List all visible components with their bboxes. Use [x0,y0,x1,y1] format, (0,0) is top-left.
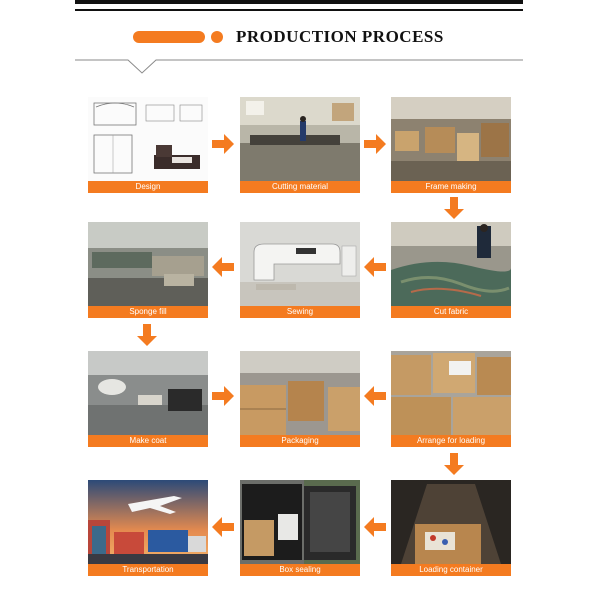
step-label: Design [88,181,208,193]
transportation-image [88,480,208,564]
cut-fabric-image [391,222,511,306]
step-label: Box sealing [240,564,360,576]
arrow-down-icon [444,453,464,475]
step-label: Make coat [88,435,208,447]
step-card-frame-making: Frame making [391,97,511,193]
header-divider [75,59,523,74]
title-accent-pill [133,31,205,43]
frame-making-image [391,97,511,181]
arrow-left-icon [364,257,386,277]
step-card-arrange-for-loading: Arrange for loading [391,351,511,447]
title-accent-dot [211,31,223,43]
loading-container-image [391,480,511,564]
step-label: Loading container [391,564,511,576]
step-label: Packaging [240,435,360,447]
arrow-down-icon [137,324,157,346]
step-label: Cut fabric [391,306,511,318]
step-card-cutting-material: Cutting material [240,97,360,193]
arrange-for-loading-image [391,351,511,435]
packaging-image [240,351,360,435]
arrow-down-icon [444,197,464,219]
arrow-left-icon [364,517,386,537]
box-sealing-image [240,480,360,564]
step-card-sponge-fill: Sponge fill [88,222,208,318]
step-card-transportation: Transportation [88,480,208,576]
arrow-left-icon [212,517,234,537]
step-card-cut-fabric: Cut fabric [391,222,511,318]
step-card-design: Design [88,97,208,193]
arrow-right-icon [212,386,234,406]
arrow-left-icon [212,257,234,277]
design-drawing-image [88,97,208,181]
make-coat-image [88,351,208,435]
arrow-right-icon [212,134,234,154]
step-label: Transportation [88,564,208,576]
step-card-make-coat: Make coat [88,351,208,447]
page-title: PRODUCTION PROCESS [236,27,444,46]
step-label: Sewing [240,306,360,318]
step-label: Frame making [391,181,511,193]
arrow-right-icon [364,134,386,154]
step-card-packaging: Packaging [240,351,360,447]
step-label: Cutting material [240,181,360,193]
arrow-left-icon [364,386,386,406]
top-rule-thin [75,9,523,11]
sponge-fill-image [88,222,208,306]
step-label: Arrange for loading [391,435,511,447]
cutting-material-image [240,97,360,181]
step-card-sewing: Sewing [240,222,360,318]
sewing-image [240,222,360,306]
step-card-box-sealing: Box sealing [240,480,360,576]
top-rule-thick [75,0,523,4]
step-card-loading-container: Loading container [391,480,511,576]
step-label: Sponge fill [88,306,208,318]
